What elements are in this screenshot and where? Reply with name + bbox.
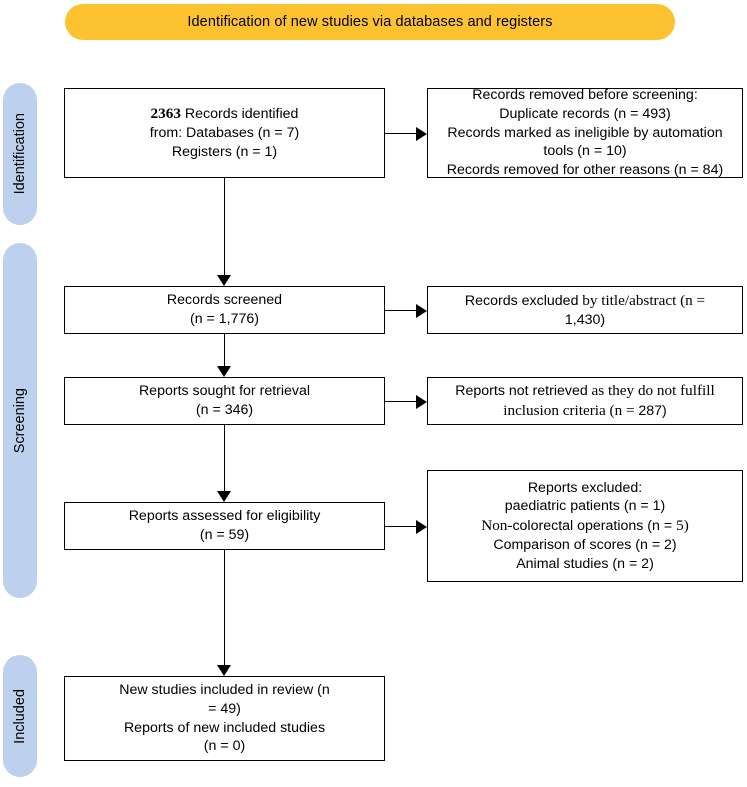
box-reports-not-retrieved-line2: inclusion criteria (n = 287): [435, 401, 735, 421]
connector-assessed-to-excluded-reports: [385, 525, 416, 528]
records-excluded-lead: Records excluded: [464, 292, 579, 309]
connector-identified-to-removed: [385, 132, 416, 135]
box-reports-sought-line1: Reports sought for retrieval: [138, 383, 311, 400]
box-reports-assessed-line2: (n = 59): [199, 527, 250, 543]
box-records-removed-line3: Records marked as ineligible by automati…: [447, 124, 723, 141]
box-reports-not-retrieved: Reports not retrieved as they do not ful…: [427, 377, 743, 425]
box-records-screened-line1: Records screened: [166, 292, 283, 309]
box-records-identified-line3: Registers (n = 1): [171, 144, 278, 161]
box-studies-included-line3: Reports of new included studies: [123, 719, 326, 736]
box-records-removed-line5: Records removed for other reasons (n = 8…: [446, 162, 724, 179]
reports-excluded-line3-num: 5): [676, 516, 689, 534]
stage-label-screening: Screening: [3, 243, 37, 598]
box-reports-excluded: Reports excluded: paediatric patients (n…: [427, 470, 743, 582]
connector-sought-to-not-retrieved: [385, 400, 416, 403]
box-studies-included-line2: = 49): [208, 700, 241, 717]
box-records-identified-line1: 2363 Records identified: [72, 104, 377, 124]
connector-sought-to-assessed: [223, 425, 226, 491]
box-records-screened-line2: (n = 1,776): [189, 311, 259, 327]
box-reports-sought-line2: (n = 346): [195, 402, 254, 418]
box-records-excluded-line2: 1,430): [564, 311, 606, 328]
arrowhead-down-included: [217, 665, 231, 676]
records-identified-count: 2363: [150, 105, 181, 123]
stage-label-screening-text: Screening: [12, 387, 28, 454]
box-reports-excluded-line3: Non-colorectal operations (n = 5): [435, 516, 735, 536]
arrowhead-down-assessed: [217, 491, 231, 502]
box-records-removed-line4: tools (n = 10): [543, 143, 627, 160]
box-reports-excluded-line2: paediatric patients (n = 1): [504, 498, 666, 515]
stage-label-identification-text: Identification: [12, 113, 28, 195]
box-reports-sought: Reports sought for retrieval (n = 346): [64, 377, 385, 425]
box-records-screened: Records screened (n = 1,776): [64, 286, 385, 334]
box-studies-included: New studies included in review (n = 49) …: [64, 676, 385, 761]
stage-label-included-text: Included: [12, 688, 28, 744]
box-studies-included-line1: New studies included in review (n: [119, 682, 330, 699]
reports-not-retrieved-rest: as they do not fulfill: [587, 381, 715, 399]
records-excluded-rest: by title/abstract (n =: [578, 291, 706, 309]
reports-not-retrieved-line2-sans: 287): [638, 403, 667, 419]
box-records-excluded-line1: Records excluded by title/abstract (n =: [435, 291, 735, 311]
records-identified-line1-rest: Records identified: [180, 106, 299, 123]
reports-excluded-line3-sans: colorectal operations (n =: [512, 517, 677, 534]
arrowhead-right-not-retrieved: [416, 394, 427, 409]
connector-screened-to-sought: [223, 334, 226, 366]
box-records-identified-line2: from: Databases (n = 7): [149, 125, 300, 142]
header-banner-title: Identification of new studies via databa…: [187, 14, 553, 30]
arrowhead-down-screened: [217, 275, 231, 286]
box-reports-assessed: Reports assessed for eligibility (n = 59…: [64, 502, 385, 550]
header-banner: Identification of new studies via databa…: [65, 4, 675, 40]
stage-label-included: Included: [3, 655, 37, 777]
arrowhead-right-removed: [416, 126, 427, 141]
connector-screened-to-excluded: [385, 309, 416, 312]
reports-not-retrieved-line2-serif: inclusion criteria (n =: [503, 402, 639, 419]
box-reports-excluded-line4: Comparison of scores (n = 2): [493, 537, 677, 554]
box-records-removed-line2: Duplicate records (n = 493): [499, 105, 671, 122]
box-reports-assessed-line1: Reports assessed for eligibility: [128, 508, 321, 525]
connector-assessed-to-included: [223, 550, 226, 665]
box-records-removed-line1: Records removed before screening:: [472, 87, 698, 104]
stage-label-identification: Identification: [3, 83, 37, 225]
reports-not-retrieved-lead: Reports not retrieved: [455, 382, 588, 399]
reports-excluded-line3-prefix: Non-: [481, 516, 513, 534]
arrowhead-right-excluded: [416, 303, 427, 318]
box-reports-not-retrieved-line1: Reports not retrieved as they do not ful…: [435, 381, 735, 401]
box-records-removed: Records removed before screening: Duplic…: [427, 87, 743, 179]
box-records-identified: 2363 Records identified from: Databases …: [64, 88, 385, 178]
box-reports-excluded-line1: Reports excluded:: [527, 479, 643, 496]
arrowhead-right-excluded-reports: [416, 519, 427, 534]
box-records-excluded-title-abstract: Records excluded by title/abstract (n = …: [427, 286, 743, 334]
connector-identified-to-screened: [223, 178, 226, 275]
box-studies-included-line4: (n = 0): [203, 738, 246, 755]
box-reports-excluded-line5: Animal studies (n = 2): [516, 555, 654, 572]
arrowhead-down-sought: [217, 366, 231, 377]
